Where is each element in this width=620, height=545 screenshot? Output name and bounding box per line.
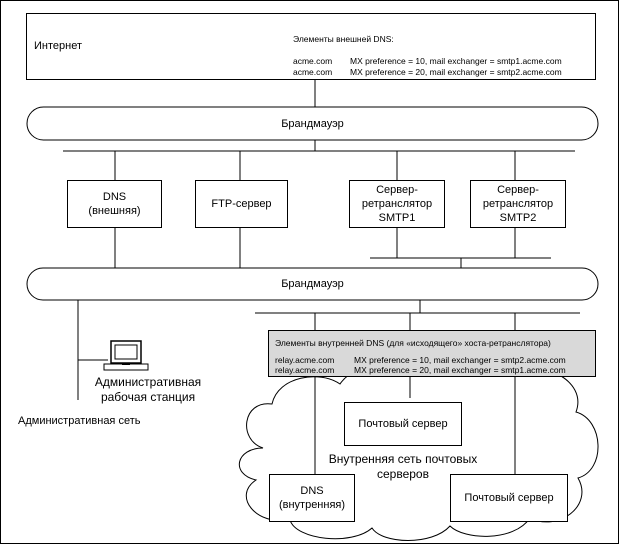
mail-server-2: Почтовый сервер bbox=[450, 474, 568, 522]
smtp-relay-2: Сервер- ретранслятор SMTP2 bbox=[470, 180, 566, 228]
mail-server-1: Почтовый сервер bbox=[344, 402, 462, 446]
firewall-bottom-label: Брандмауэр bbox=[281, 278, 344, 290]
internet-title: Интернет bbox=[34, 40, 82, 52]
internal-dns-record-2-value: MX preference = 20, mail exchanger = smt… bbox=[354, 365, 566, 375]
internal-dns-record-1-value: MX preference = 10, mail exchanger = smt… bbox=[354, 355, 566, 365]
firewall-top-shape bbox=[26, 106, 599, 141]
firewall-bottom-shape bbox=[26, 267, 599, 301]
external-dns-header: Элементы внешней DNS: bbox=[293, 34, 394, 44]
admin-network-label: Административная сеть bbox=[18, 415, 141, 427]
external-dns-record-1-value: MX preference = 10, mail exchanger = smt… bbox=[350, 56, 562, 66]
external-dns-record-2-value: MX preference = 20, mail exchanger = smt… bbox=[350, 67, 562, 77]
smtp-relay-1: Сервер- ретранслятор SMTP1 bbox=[349, 180, 445, 228]
workstation-computer-icon bbox=[103, 340, 149, 371]
internal-dns-server: DNS (внутренняя) bbox=[269, 474, 355, 522]
internal-dns-record-1-host: relay.acme.com bbox=[275, 355, 335, 365]
external-dns-server: DNS (внешняя) bbox=[67, 180, 162, 228]
external-dns-record-2-host: acme.com bbox=[293, 67, 333, 77]
firewall-top-label: Брандмауэр bbox=[281, 117, 344, 130]
internal-dns-record-2-host: relay.acme.com bbox=[275, 365, 335, 375]
internal-dns-records-box: Элементы внутренней DNS (для «исходящего… bbox=[268, 330, 596, 377]
internet-box: Интернет Элементы внешней DNS: acme.com … bbox=[26, 13, 596, 80]
ftp-server: FTP-сервер bbox=[195, 180, 288, 228]
external-dns-record-1-host: acme.com bbox=[293, 56, 333, 66]
admin-workstation-label: Административная рабочая станция bbox=[94, 375, 202, 404]
internal-dns-header: Элементы внутренней DNS (для «исходящего… bbox=[275, 338, 551, 348]
internal-mail-network-label: Внутренняя сеть почтовых серверов bbox=[328, 452, 478, 481]
